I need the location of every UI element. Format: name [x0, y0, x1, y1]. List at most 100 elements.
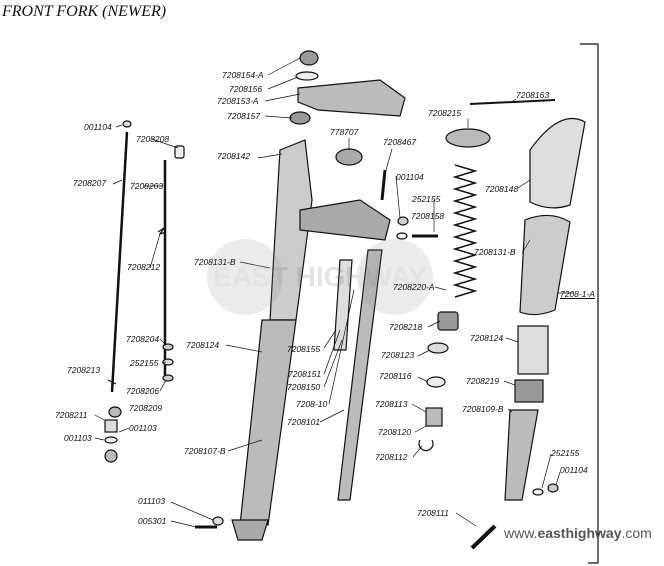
label-7208-1-A: 7208-1-A — [560, 289, 595, 299]
label-001103a: 001103 — [129, 423, 157, 433]
cover-7208148 — [529, 117, 586, 209]
shroud-7208131B — [519, 214, 571, 316]
label-7208467: 7208467 — [383, 137, 417, 147]
label-005301: 005301 — [138, 516, 167, 526]
label-7208120: 7208120 — [378, 427, 412, 437]
label-7208218: 7208218 — [389, 322, 423, 332]
slider-7208155 — [333, 259, 353, 351]
label-011103: 011103 — [138, 496, 166, 506]
site-url: www.easthighway.com — [504, 525, 652, 541]
cap-7208215 — [445, 128, 491, 148]
nut-001104c — [547, 483, 559, 493]
nut-7208206 — [162, 374, 174, 382]
nut-001103 — [104, 449, 118, 463]
label-7208131B-right: 7208131-B — [474, 247, 516, 257]
label-7208150: 7208150 — [287, 382, 321, 392]
ring-7208219 — [514, 379, 544, 403]
label-7208116: 7208116 — [379, 371, 412, 381]
washer-252155c — [532, 488, 544, 496]
washer-7208123 — [427, 342, 449, 354]
bolt-7208467 — [380, 169, 387, 201]
nut-001104b — [397, 216, 409, 226]
label-001104a: 001104 — [84, 122, 112, 132]
cap-7208208 — [174, 145, 185, 159]
label-7208219: 7208219 — [466, 376, 500, 386]
label-7208151: 7208151 — [288, 369, 322, 379]
label-001103b: 001103 — [64, 433, 92, 443]
label-7208211: 7208211 — [55, 410, 88, 420]
rod-7208207 — [110, 131, 129, 393]
label-7208154A: 7208154-A — [222, 70, 264, 80]
label-7208123: 7208123 — [381, 350, 415, 360]
label-7208131B-left: 7208131-B — [194, 257, 236, 267]
washer-252155a — [396, 232, 408, 240]
label-7208215: 7208215 — [428, 108, 462, 118]
url-suffix: .com — [621, 525, 652, 541]
clip-7208212 — [157, 227, 167, 236]
url-domain: easthighway — [537, 525, 622, 541]
lower-tube-7208107B — [239, 319, 297, 526]
lower-leg-7208109B — [504, 409, 539, 501]
label-7208212: 7208212 — [127, 262, 161, 272]
label-7208155: 7208155 — [287, 344, 321, 354]
label-7208163: 7208163 — [516, 90, 550, 100]
label-778707: 778707 — [330, 127, 359, 137]
label-7208203: 7208203 — [130, 181, 164, 191]
label-7208111: 7208111 — [417, 508, 449, 518]
washer-252155 — [162, 358, 174, 366]
label-7208207: 7208207 — [73, 178, 107, 188]
label-7208107B: 7208107-B — [184, 446, 226, 456]
url-prefix: www. — [504, 525, 538, 541]
label-7208206: 7208206 — [126, 386, 160, 396]
label-7208204: 7208204 — [126, 334, 160, 344]
assembly-bracket — [580, 43, 599, 564]
diagram-title: FRONT FORK (NEWER) — [2, 3, 167, 20]
tube-7208142 — [269, 139, 313, 321]
label-7208156: 7208156 — [229, 84, 263, 94]
watermark-logo: EAST HIGHWAY — [207, 239, 433, 315]
ring-7208116 — [426, 376, 446, 388]
label-7208112: 7208112 — [375, 452, 408, 462]
watermark-text: EAST HIGHWAY — [213, 261, 427, 292]
pin-7208213 — [107, 379, 117, 385]
nut-7208204 — [162, 343, 174, 351]
washer-001103 — [104, 436, 118, 444]
washer-011103 — [212, 516, 224, 526]
clip-7208112 — [418, 439, 434, 452]
label-252155b: 252155 — [130, 358, 159, 368]
washer-7208156 — [295, 71, 319, 81]
label-7208101: 7208101 — [287, 417, 321, 427]
label-7208208: 7208208 — [136, 134, 170, 144]
label-252155a: 252155 — [412, 194, 441, 204]
label-252155c: 252155 — [551, 448, 580, 458]
bush-7208113 — [425, 407, 443, 427]
nut-001104 — [122, 120, 132, 128]
axle-end — [231, 519, 269, 541]
spring-7208220A — [452, 164, 478, 298]
crown-7208131B — [299, 199, 391, 241]
bolt-7208111 — [470, 524, 497, 550]
label-7208220A: 7208220-A — [393, 282, 435, 292]
label-7208213: 7208213 — [67, 365, 101, 375]
label-7208209: 7208209 — [129, 403, 163, 413]
bridge-7208153A — [297, 79, 406, 117]
label-7208148: 7208148 — [485, 184, 519, 194]
tube-7208124 — [517, 325, 549, 375]
label-7208142: 7208142 — [217, 151, 251, 161]
label-7208157: 7208157 — [227, 111, 261, 121]
label-7208158: 7208158 — [411, 211, 445, 221]
nut-7208209 — [108, 406, 122, 418]
bearing-778707 — [335, 148, 363, 166]
label-001104c: 001104 — [560, 465, 588, 475]
label-7208124-right: 7208124 — [470, 333, 504, 343]
label-7208113: 7208113 — [375, 399, 408, 409]
label-7208-10: 7208-10 — [296, 399, 328, 409]
label-7208109B: 7208109-B — [462, 404, 504, 414]
ring-7208218 — [437, 311, 459, 331]
label-001104b: 001104 — [396, 172, 424, 182]
ring-7208157 — [289, 111, 311, 125]
rod-7208163 — [469, 99, 556, 105]
label-7208124-left: 7208124 — [186, 340, 220, 350]
cap-7208211 — [104, 419, 118, 433]
